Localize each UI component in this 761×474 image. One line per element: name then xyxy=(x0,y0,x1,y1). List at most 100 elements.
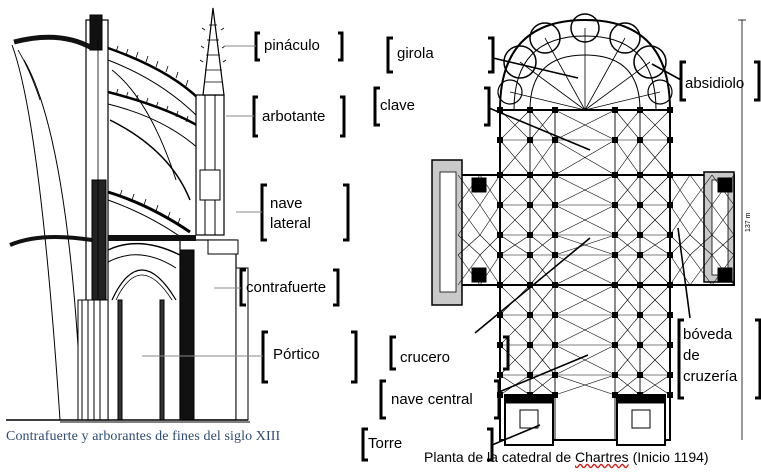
pier xyxy=(552,172,558,178)
pier xyxy=(497,137,503,143)
transept-rib xyxy=(479,234,501,256)
vault-rib xyxy=(639,109,671,141)
pier xyxy=(552,107,558,113)
pier xyxy=(637,252,643,258)
pier xyxy=(612,172,618,178)
pier xyxy=(667,392,673,398)
label-pinaculo: pináculo xyxy=(264,37,320,54)
buttress-section-drawing xyxy=(6,7,250,423)
pier xyxy=(497,312,503,318)
vault-rib xyxy=(614,374,641,396)
pier xyxy=(637,282,643,288)
transept-rib xyxy=(689,174,713,206)
label-crucero: crucero xyxy=(400,349,451,366)
vault-rib xyxy=(639,204,671,236)
label-boveda-line3: cruzería xyxy=(683,368,738,385)
pier xyxy=(612,137,618,143)
pier xyxy=(552,232,558,238)
scale-label: 137 m xyxy=(745,212,752,232)
pier xyxy=(667,372,673,378)
pier xyxy=(667,312,673,318)
vault-rib xyxy=(554,344,616,376)
caption-right: Planta de la catedral de Chartres (Inici… xyxy=(424,449,709,465)
label-torre: Torre xyxy=(368,435,403,452)
vault-rib xyxy=(554,204,616,236)
cathedral-floor-plan xyxy=(431,13,746,446)
pier xyxy=(667,137,673,143)
vault-rib xyxy=(529,234,556,256)
pier xyxy=(552,137,558,143)
pier xyxy=(612,312,618,318)
pier xyxy=(667,172,673,178)
pier xyxy=(667,232,673,238)
vault-rib xyxy=(499,254,531,286)
vault-rib xyxy=(499,204,531,236)
label-nave-lateral-line2: lateral xyxy=(270,215,311,232)
pier xyxy=(612,252,618,258)
vault-rib xyxy=(614,139,641,176)
pier xyxy=(667,282,673,288)
transept-rib xyxy=(457,204,481,236)
transept-rib xyxy=(669,204,691,236)
label-absidiolo: absidiolo xyxy=(685,75,745,92)
vault-rib xyxy=(529,204,556,236)
pier xyxy=(612,372,618,378)
pier xyxy=(612,392,618,398)
pier xyxy=(552,342,558,348)
label-contrafuerte: contrafuerte xyxy=(246,279,327,296)
pier xyxy=(552,392,558,398)
transept-rib xyxy=(669,254,691,286)
label-portico: Pórtico xyxy=(273,346,320,363)
label-arbotante: arbotante xyxy=(262,108,326,125)
vault-rib xyxy=(554,284,616,316)
vault-rib xyxy=(529,344,556,376)
pier xyxy=(667,107,673,113)
vault-rib xyxy=(499,174,531,206)
transept-rib xyxy=(689,204,713,236)
vault-rib xyxy=(614,344,641,376)
pier xyxy=(612,342,618,348)
caption-right-suffix: (Inicio 1194) xyxy=(628,449,709,465)
caption-right-prefix: Planta de la catedral de xyxy=(424,449,575,465)
pier xyxy=(667,252,673,258)
pier xyxy=(497,282,503,288)
pier xyxy=(667,342,673,348)
vault-rib xyxy=(529,374,556,396)
vault-rib xyxy=(639,314,671,346)
pier xyxy=(667,202,673,208)
pier xyxy=(552,372,558,378)
label-boveda-line2: de xyxy=(683,347,700,364)
vault-rib xyxy=(529,174,556,206)
pier xyxy=(637,342,643,348)
label-nave-central: nave central xyxy=(391,391,473,408)
pier xyxy=(527,252,533,258)
label-girola: girola xyxy=(397,45,434,62)
pier xyxy=(527,342,533,348)
transept-rib xyxy=(457,234,481,256)
pier xyxy=(637,232,643,238)
vault-rib xyxy=(554,374,616,396)
pier xyxy=(497,202,503,208)
vault-rib xyxy=(639,234,671,256)
transept-rib xyxy=(711,204,735,236)
pier xyxy=(527,232,533,238)
pier xyxy=(527,372,533,378)
pier xyxy=(612,202,618,208)
vault-rib xyxy=(554,174,616,206)
pier xyxy=(497,252,503,258)
vault-rib xyxy=(554,139,616,176)
vault-rib xyxy=(639,174,671,206)
pier xyxy=(612,282,618,288)
caption-left: Contrafuerte y arborantes de fines del s… xyxy=(6,429,281,444)
vault-rib xyxy=(614,109,641,141)
pier xyxy=(497,342,503,348)
pier xyxy=(527,202,533,208)
label-clave: clave xyxy=(380,97,416,114)
transept-rib xyxy=(689,254,713,286)
pier xyxy=(527,172,533,178)
pier xyxy=(552,282,558,288)
pier xyxy=(612,232,618,238)
vault-rib xyxy=(639,139,671,176)
pier xyxy=(612,107,618,113)
